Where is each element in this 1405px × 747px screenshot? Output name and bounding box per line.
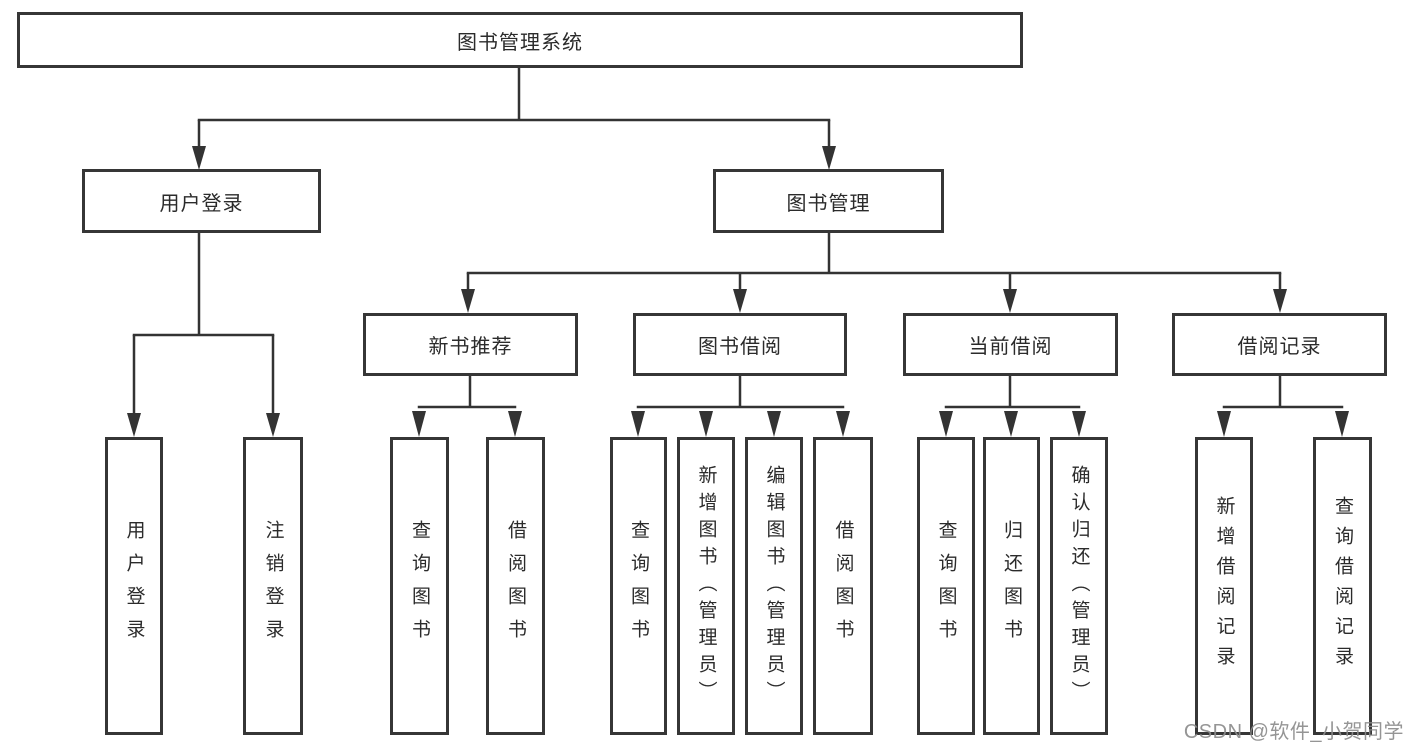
leaf-label: 借阅图书	[832, 520, 854, 652]
node-label: 借阅记录	[1237, 336, 1322, 358]
leaf-query-borrow-record: 查询借阅记录	[1313, 437, 1372, 735]
watermark: CSDN @软件_小贺同学	[1183, 721, 1404, 743]
leaf-label: 查询借阅记录	[1332, 496, 1353, 676]
node-new-book-recommend: 新书推荐	[363, 313, 578, 376]
leaf-logout: 注销登录	[243, 437, 303, 735]
leaf-label: 归还图书	[1001, 520, 1022, 652]
leaf-query-books-borrowing: 查询图书	[610, 437, 667, 735]
leaf-borrow-books-borrowing: 借阅图书	[813, 437, 873, 735]
leaf-label: 查询图书	[628, 520, 649, 652]
leaf-label: 确认归还（管理员）	[1068, 464, 1090, 708]
leaf-label: 用户登录	[123, 520, 145, 652]
node-label: 用户登录	[159, 192, 244, 215]
leaf-label: 注销登录	[262, 520, 284, 652]
leaf-borrow-books-recommend: 借阅图书	[486, 437, 545, 735]
leaf-label: 借阅图书	[505, 520, 526, 652]
node-library-management-system: 图书管理系统	[17, 12, 1023, 68]
leaf-confirm-return-admin: 确认归还（管理员）	[1050, 437, 1108, 735]
leaf-query-books-recommend: 查询图书	[390, 437, 449, 735]
node-label: 图书管理系统	[457, 31, 583, 54]
node-current-borrowing: 当前借阅	[903, 313, 1118, 376]
leaf-return-books: 归还图书	[983, 437, 1040, 735]
node-label: 当前借阅	[968, 336, 1053, 358]
node-book-borrowing: 图书借阅	[633, 313, 847, 376]
node-book-management: 图书管理	[713, 169, 944, 233]
node-label: 图书管理	[786, 192, 871, 215]
leaf-user-login: 用户登录	[105, 437, 163, 735]
leaf-label: 查询图书	[935, 520, 957, 652]
leaf-edit-book-admin: 编辑图书（管理员）	[745, 437, 803, 735]
leaf-query-books-current: 查询图书	[917, 437, 975, 735]
leaf-label: 查询图书	[409, 520, 430, 652]
leaf-label: 新增借阅记录	[1213, 496, 1235, 676]
node-label: 新书推荐	[428, 336, 513, 358]
leaf-label: 编辑图书（管理员）	[763, 464, 785, 708]
leaf-label: 新增图书（管理员）	[695, 464, 717, 708]
leaf-add-book-admin: 新增图书（管理员）	[677, 437, 735, 735]
node-borrowing-records: 借阅记录	[1172, 313, 1387, 376]
leaf-add-borrow-record: 新增借阅记录	[1195, 437, 1253, 735]
node-label: 图书借阅	[698, 336, 782, 358]
node-user-login: 用户登录	[82, 169, 321, 233]
